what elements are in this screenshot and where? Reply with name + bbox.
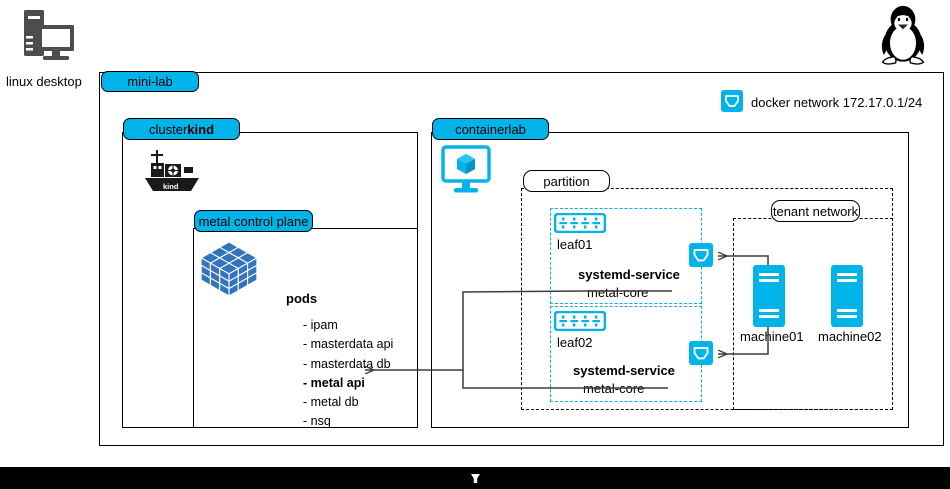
containerlab-container <box>431 132 909 428</box>
list-item: - metal db <box>303 395 359 409</box>
network-switch-icon <box>553 212 607 234</box>
leaf01-port-icon <box>689 243 713 267</box>
pod-name-metal-api: metal api <box>310 375 365 390</box>
pod-name: ipam <box>310 318 338 332</box>
list-item: - nsq <box>303 414 331 429</box>
metal-control-plane-label[interactable]: metal control plane <box>194 210 313 232</box>
kubernetes-cube-icon <box>199 240 259 297</box>
partition-label[interactable]: partition <box>523 170 610 192</box>
containerlab-monitor-cube-icon <box>440 145 492 195</box>
leaf02-name: leaf02 <box>557 335 593 350</box>
leaf02-service-title: systemd-service <box>573 363 675 378</box>
docker-network-label: docker network 172.17.0.1/24 <box>751 95 923 110</box>
cluster-kind-label-bold: kind <box>187 121 215 137</box>
pods-list: - ipam - masterdata api - masterdata db … <box>303 316 393 432</box>
tenant-network-label[interactable]: tenant network <box>771 200 860 222</box>
mini-lab-container <box>99 72 944 446</box>
server-machine-icon <box>753 265 785 327</box>
list-item: - ipam <box>303 318 338 332</box>
leaf01-service-title: systemd-service <box>578 267 680 282</box>
mini-lab-label[interactable]: mini-lab <box>101 71 199 92</box>
pod-name: nsq <box>310 414 331 429</box>
list-item: - masterdata db <box>303 356 391 371</box>
pod-name: masterdata api <box>310 337 394 352</box>
bottom-bar <box>0 467 950 489</box>
cluster-kind-label-prefix: cluster <box>148 121 188 137</box>
linux-desktop-icon <box>18 8 80 64</box>
kind-ship-icon: kind <box>141 148 209 196</box>
svg-text:kind: kind <box>163 182 179 191</box>
tux-penguin-logo <box>872 4 934 66</box>
cluster-kind-label[interactable]: cluster kind <box>123 118 240 140</box>
pods-title: pods <box>286 291 318 306</box>
ethernet-port-icon <box>721 90 743 112</box>
network-switch-icon <box>553 310 607 332</box>
scroll-marker-icon[interactable] <box>469 472 482 485</box>
list-item: - metal api <box>303 375 365 390</box>
machine02-label: machine02 <box>818 329 882 344</box>
leaf01-name: leaf01 <box>557 237 593 252</box>
containerlab-label[interactable]: containerlab <box>432 118 549 140</box>
server-machine-icon <box>831 265 863 327</box>
pod-name: masterdata db <box>310 356 391 371</box>
machine01-label: machine01 <box>740 329 804 344</box>
leaf02-port-icon <box>689 341 713 365</box>
list-item: - masterdata api <box>303 337 394 352</box>
pod-name: metal db <box>310 395 359 409</box>
leaf01-service-name: metal-core <box>587 285 649 300</box>
leaf02-service-name: metal-core <box>583 381 645 396</box>
linux-desktop-label: linux desktop <box>6 74 82 89</box>
